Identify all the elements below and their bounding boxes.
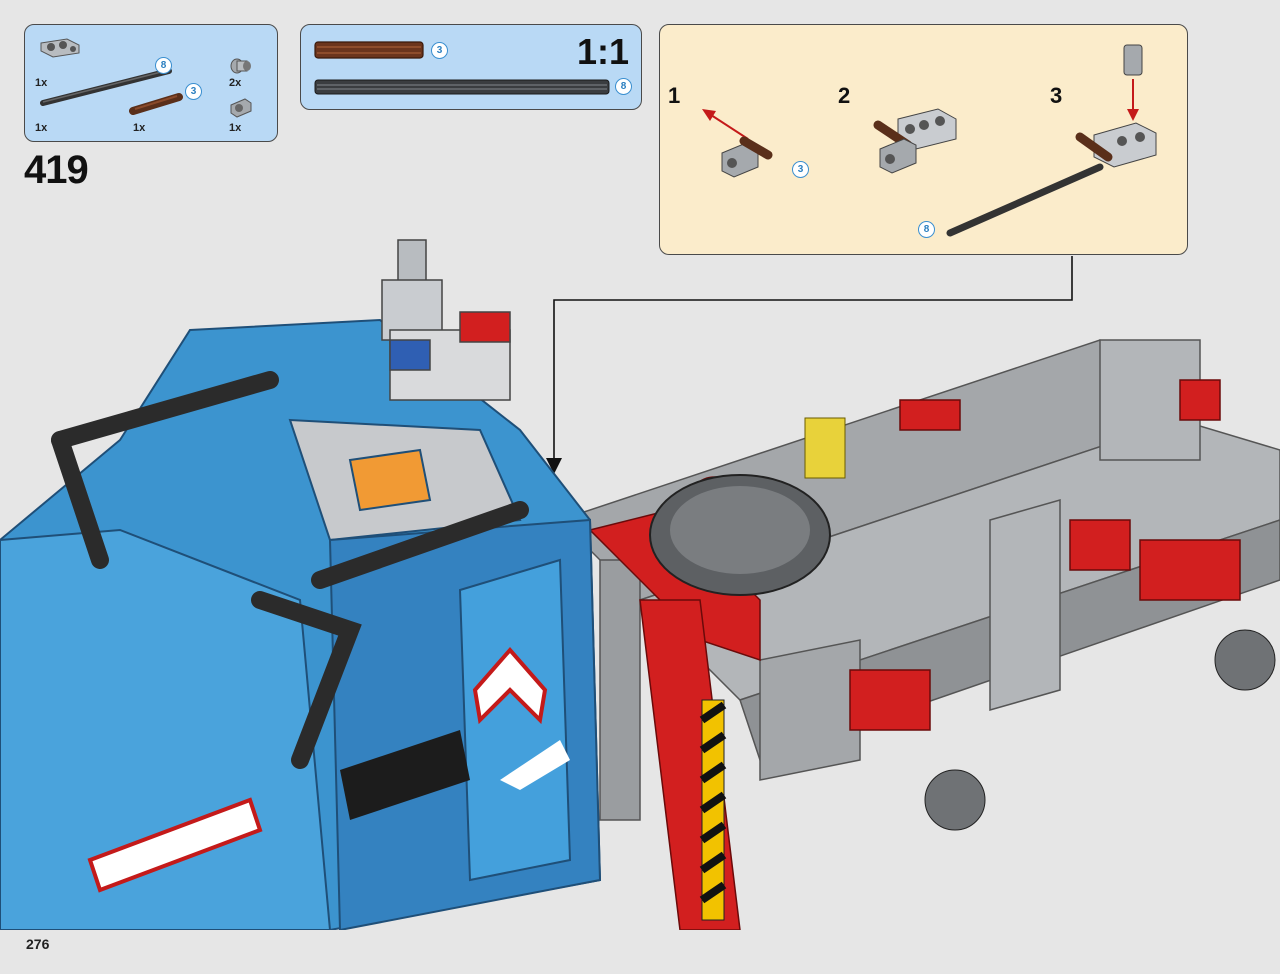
truck-cab <box>0 318 602 930</box>
cab-decals <box>87 646 570 893</box>
axle-8-length-badge: 8 <box>155 57 172 74</box>
axle-8-scale-icon <box>314 79 610 95</box>
substep-3-badge: 8 <box>918 221 935 238</box>
substep-1-badge: 3 <box>792 161 809 178</box>
axle-3-length-badge: 3 <box>185 83 202 100</box>
substep-number-3: 3 <box>1050 83 1063 108</box>
scale-axle-3-badge: 3 <box>431 42 448 59</box>
hazard-stripe <box>699 699 727 921</box>
scale-panel: 3 1:1 8 <box>300 24 642 110</box>
substep-1-illustration <box>702 109 773 178</box>
top-column <box>381 239 511 401</box>
gear-assembly <box>649 417 1276 831</box>
red-frame-parts <box>588 379 1241 930</box>
axle-connector-icon <box>230 98 252 118</box>
roll-bars <box>51 371 529 769</box>
parts-list-panel: 1x 8 1x 3 1x 2x 1x <box>24 24 278 142</box>
page-number: 276 <box>26 936 50 952</box>
bushing-icon <box>230 58 251 74</box>
scale-label: 1:1 <box>576 31 629 72</box>
substep-3-illustration <box>946 44 1157 237</box>
scale-axle-8-badge: 8 <box>615 78 632 95</box>
substep-2-illustration <box>873 108 957 174</box>
axle-3-scale-icon <box>314 41 424 59</box>
truck-model-illustration <box>0 239 1280 930</box>
substep-number-2: 2 <box>838 83 851 108</box>
part-qty-axle-3: 1x <box>133 122 146 134</box>
subassembly-panel: 1 2 3 3 8 <box>659 24 1188 255</box>
callout-connector <box>546 256 1073 474</box>
part-qty-axle-8: 1x <box>35 122 48 134</box>
substep-number-1: 1 <box>668 83 681 108</box>
part-qty-bushing: 2x <box>229 77 242 89</box>
axle-3-icon <box>129 93 183 115</box>
step-number: 419 <box>24 148 89 192</box>
axle-8-icon <box>40 68 172 106</box>
part-qty-connector-block: 1x <box>35 77 48 89</box>
connector-block-icon <box>40 38 80 58</box>
part-qty-axle-connector: 1x <box>229 122 242 134</box>
